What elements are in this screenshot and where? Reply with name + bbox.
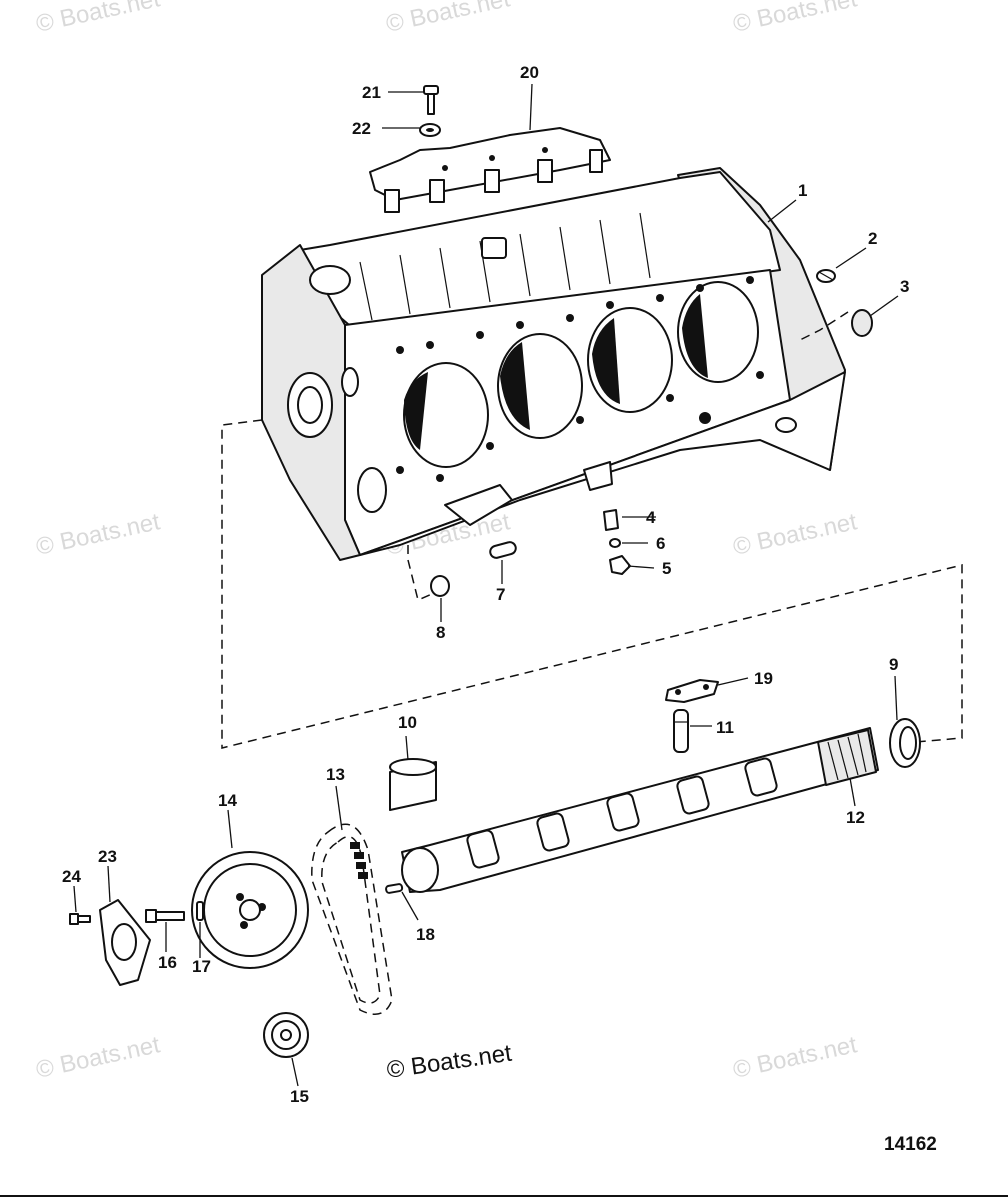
watermark-text: © Boats.net [731, 508, 860, 561]
core-plug[interactable] [851, 309, 873, 337]
callout-3: 3 [900, 277, 909, 296]
lifter-guide[interactable] [665, 679, 719, 703]
copyright-notice: © Boats.net [385, 1040, 514, 1084]
watermark-text: © Boats.net [731, 0, 860, 38]
callout-9: 9 [889, 655, 898, 674]
pipe-plug[interactable] [816, 269, 836, 283]
assembly-lines [221, 311, 963, 749]
callout-21: 21 [362, 83, 381, 102]
cup-plug[interactable] [430, 575, 450, 597]
washer[interactable] [419, 123, 441, 137]
watermark-text: © Boats.net [384, 0, 513, 38]
callout-23: 23 [98, 847, 117, 866]
dowel-pin[interactable] [489, 541, 517, 559]
cam-bearing[interactable] [389, 758, 437, 811]
sprocket-dowel[interactable] [385, 883, 404, 894]
engine-block[interactable] [261, 167, 846, 561]
callout-4: 4 [646, 508, 656, 527]
timing-chain[interactable] [311, 823, 393, 1015]
drain-plug[interactable] [603, 509, 619, 531]
callout-12: 12 [846, 808, 865, 827]
callout-5: 5 [662, 559, 671, 578]
drain-fitting[interactable] [609, 555, 631, 575]
callout-13: 13 [326, 765, 345, 784]
diagram-number: 14162 [884, 1134, 937, 1155]
thrust-plate[interactable] [99, 899, 151, 986]
watermark-text: © Boats.net [34, 508, 163, 561]
plate-bolt[interactable] [69, 913, 91, 925]
thrust-washer[interactable] [889, 718, 921, 768]
callout-11: 11 [716, 718, 734, 737]
woodruff-key[interactable] [196, 901, 204, 921]
watermark-text: © Boats.net [34, 0, 163, 38]
callout-1: 1 [798, 181, 807, 200]
seal-ring[interactable] [609, 538, 621, 548]
callout-14: 14 [218, 791, 237, 810]
hydraulic-lifter[interactable] [673, 709, 689, 753]
crankshaft-sprocket[interactable] [263, 1012, 309, 1058]
callout-17: 17 [192, 957, 211, 976]
bolt[interactable] [423, 85, 439, 115]
callout-22: 22 [352, 119, 371, 138]
callout-16: 16 [158, 953, 177, 972]
callout-20: 20 [520, 63, 539, 82]
watermark-text: © Boats.net [34, 1031, 163, 1084]
camshaft-sprocket[interactable] [191, 851, 309, 969]
callout-8: 8 [436, 623, 445, 642]
watermark-text: © Boats.net [731, 1031, 860, 1084]
callout-7: 7 [496, 585, 505, 604]
camshaft[interactable] [401, 727, 879, 893]
callout-24: 24 [62, 867, 81, 886]
lifter-guide-retainer[interactable] [369, 127, 611, 213]
callout-labels: 1 2 3 4 5 6 7 8 9 10 11 12 13 14 15 16 1… [62, 63, 909, 1106]
callout-2: 2 [868, 229, 877, 248]
callout-6: 6 [656, 534, 665, 553]
callout-10: 10 [398, 713, 417, 732]
callout-15: 15 [290, 1087, 309, 1106]
leader-lines [73, 83, 899, 1087]
callout-18: 18 [416, 925, 435, 944]
sprocket-bolt[interactable] [145, 909, 185, 923]
callout-19: 19 [754, 669, 773, 688]
